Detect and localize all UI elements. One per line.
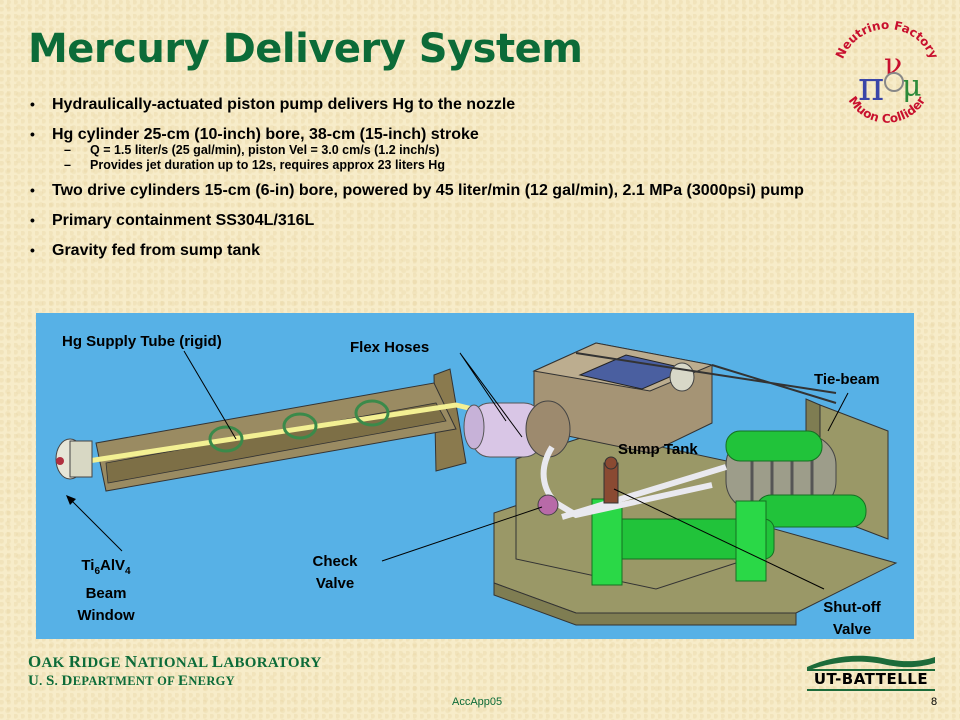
doe-cap: E <box>178 673 189 689</box>
leader-shutoff-valve <box>613 488 825 590</box>
support-ring <box>208 425 244 453</box>
bullet-marker: • <box>30 212 35 228</box>
doe-rest: . <box>39 674 43 688</box>
cylinder-flange-right <box>735 500 767 582</box>
slide-title: Mercury Delivery System <box>28 26 583 72</box>
bullet-item: • Primary containment SS304L/316L <box>28 212 908 229</box>
tie-rods <box>575 352 837 404</box>
label-window-sub1: 6 <box>94 566 101 577</box>
leader-check-valve <box>381 506 543 562</box>
ornl-cap: N <box>124 652 138 671</box>
bullet-marker: • <box>30 182 35 198</box>
ornl-rest: IDGE <box>81 655 121 671</box>
label-check-valve-word: Valve <box>315 575 355 592</box>
leader-flex-hoses <box>459 352 523 438</box>
ut-battelle-logo <box>807 655 935 691</box>
ornl-rest: ABORATORY <box>223 655 322 671</box>
dash-marker: – <box>64 143 71 157</box>
doe-name: U. S. DEPARTMENT OF ENERGY <box>28 673 235 690</box>
bullet-text: Hg cylinder 25-cm (10-inch) bore, 38-cm … <box>52 126 479 143</box>
bullet-text: Two drive cylinders 15-cm (6-in) bore, p… <box>52 182 804 199</box>
leader-arrowhead <box>66 495 76 505</box>
bellows-ridges <box>750 437 814 509</box>
return-pipe <box>561 464 727 520</box>
ornl-rest: AK <box>41 655 65 671</box>
diagram-drawing <box>55 342 898 626</box>
ut-logo-rule-top <box>807 669 935 671</box>
doe-cap: S <box>46 673 55 689</box>
sub-bullet-text: Q = 1.5 liter/s (25 gal/min), piston Vel… <box>90 143 440 157</box>
sub-bullet-item: – Q = 1.5 liter/s (25 gal/min), piston V… <box>28 143 908 158</box>
mercury-delivery-diagram: Hg Supply Tube (rigid) Flex Hoses Tie-be… <box>36 313 914 639</box>
bullet-text: Gravity fed from sump tank <box>52 242 261 259</box>
neutrino-factory-logo: Neutrino Factory Muon Collider π ν μ <box>833 18 941 126</box>
doe-rest: . <box>54 674 59 688</box>
leader-tie-beam <box>827 392 849 432</box>
bullet-list: • Hydraulically-actuated piston pump del… <box>28 96 908 259</box>
bullet-item: • Hydraulically-actuated piston pump del… <box>28 96 908 113</box>
drive-cylinder-top <box>725 430 823 462</box>
label-tie-beam: Tie-beam <box>814 371 880 388</box>
ut-logo-swoosh <box>807 655 935 671</box>
shutoff-valve-handle <box>604 456 618 470</box>
label-shutoff-valve-word: Valve <box>832 621 872 638</box>
bullet-text: Hydraulically-actuated piston pump deliv… <box>52 96 516 113</box>
flex-hose-end <box>463 404 485 450</box>
doe-cap: U <box>28 673 40 689</box>
ornl-cap: R <box>68 652 82 671</box>
leader-supply-tube <box>183 350 237 440</box>
bullet-item: • Two drive cylinders 15-cm (6-in) bore,… <box>28 182 912 199</box>
label-beam-window: Ti6AlV4 Beam Window <box>58 555 154 627</box>
bullet-marker: • <box>30 242 35 258</box>
label-supply-tube: Hg Supply Tube (rigid) <box>62 333 222 350</box>
beam-window-port <box>56 457 64 465</box>
check-valve-body <box>537 494 559 516</box>
label-window-sub2: 4 <box>125 566 131 577</box>
doe-rest: EPARTMENT <box>72 674 154 688</box>
page-number: 8 <box>931 696 938 708</box>
ut-logo-rule-bottom <box>807 689 935 691</box>
base-frame-side <box>493 582 797 626</box>
label-window-ti: Ti <box>81 557 95 574</box>
svg-text:π: π <box>858 64 884 110</box>
label-window-al: AlV <box>100 557 126 574</box>
support-ring <box>354 399 390 427</box>
ut-battelle-text: UT-BATTELLE <box>813 670 929 688</box>
footer-code: AccApp05 <box>452 696 503 708</box>
doe-rest: OF <box>157 674 175 688</box>
ornl-cap: L <box>211 652 224 671</box>
bullet-marker: • <box>30 126 35 142</box>
ornl-cap: O <box>28 652 42 671</box>
ornl-name: OAK RIDGE NATIONAL LABORATORY <box>28 652 322 673</box>
ornl-rest: ATIONAL <box>137 655 208 671</box>
label-check-valve: Check Valve <box>300 551 370 595</box>
sub-bullet-item: – Provides jet duration up to 12s, requi… <box>28 158 908 173</box>
doe-rest: NERGY <box>188 674 236 688</box>
label-check: Check <box>312 553 358 570</box>
dash-marker: – <box>64 158 71 172</box>
bullet-item: • Hg cylinder 25-cm (10-inch) bore, 38-c… <box>28 126 908 143</box>
beam-window-collar <box>69 440 93 478</box>
label-shutoff: Shut-off <box>823 599 881 616</box>
label-sump-tank: Sump Tank <box>618 441 698 458</box>
svg-text:μ: μ <box>902 69 922 104</box>
drive-cylinder-right <box>755 494 867 528</box>
label-window-window: Window <box>77 607 135 624</box>
leader-beam-window <box>69 498 123 552</box>
bullet-marker: • <box>30 96 35 112</box>
label-flex-hoses: Flex Hoses <box>350 339 430 356</box>
bullet-item: • Gravity fed from sump tank <box>28 242 908 259</box>
label-window-beam: Beam <box>85 585 127 602</box>
bullet-text: Primary containment SS304L/316L <box>52 212 315 229</box>
sub-bullet-text: Provides jet duration up to 12s, require… <box>90 158 445 172</box>
label-shutoff-valve: Shut-off Valve <box>808 597 896 639</box>
doe-cap: D <box>61 673 73 689</box>
support-ring <box>282 412 318 440</box>
